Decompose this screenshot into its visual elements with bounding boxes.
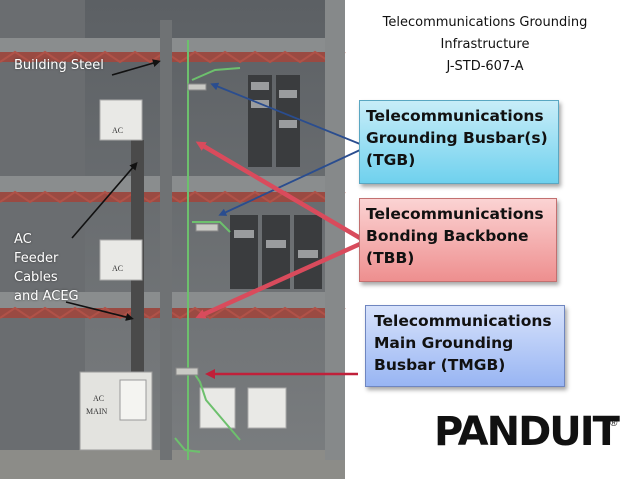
ac-main-panel-label-top: AC [93, 394, 105, 403]
tmgb-callout-line3: Busbar (TMGB) [374, 356, 506, 374]
tmgb-callout-line1: Telecommunications [374, 312, 552, 330]
tgb-arrow-upper [210, 82, 361, 145]
building-steel-arrow [111, 59, 161, 76]
tbb-callout-line3: (TBB) [366, 249, 415, 267]
panduit-logo: PANDUIT ® [434, 408, 624, 456]
basement-panel-1 [199, 387, 236, 429]
tmgb-callout-line2: Main Grounding [374, 334, 514, 352]
ac-feeder-arrow-upper [71, 161, 138, 239]
basement-panel-2 [247, 387, 287, 429]
ac-panel-upper [99, 99, 143, 141]
ac-panel-upper-label: AC [112, 126, 124, 135]
tmgb-busbar [175, 367, 199, 376]
ac-feeder-label-line4: and ACEG [14, 289, 79, 304]
ac-main-breaker [119, 379, 147, 421]
tgb-callout-line2: Grounding Busbar(s) [366, 129, 548, 147]
ac-panel-middle [99, 239, 143, 281]
equipment-rack-middle [230, 215, 322, 289]
ac-feeder-label-line2: Feeder [14, 251, 59, 266]
floor-slab-2 [0, 176, 345, 192]
ac-main-panel-label-bottom: MAIN [86, 407, 108, 416]
ac-feeder-label: AC Feeder Cables and ACEG [14, 230, 79, 306]
title-line2: Infrastructure [440, 37, 530, 52]
tgb-callout-line1: Telecommunications [366, 107, 544, 125]
panduit-logo-wordmark: PANDUIT [434, 409, 620, 455]
tbb-arrow-upper [195, 141, 362, 240]
ac-feeder-arrow-lower [65, 301, 134, 321]
tgb-arrow-lower [218, 149, 361, 216]
building-steel-label: Building Steel [14, 58, 104, 73]
tgb-callout-line3: (TGB) [366, 151, 416, 169]
tmgb-callout: Telecommunications Main Grounding Busbar… [365, 305, 565, 387]
grounding-conductors [174, 40, 241, 460]
tbb-callout: Telecommunications Bonding Backbone (TBB… [359, 198, 557, 282]
ac-feeder-label-line1: AC [14, 232, 32, 247]
basement-floor [0, 450, 345, 479]
registered-mark: ® [610, 418, 618, 429]
building-steel-column-right [325, 0, 345, 460]
tgb-busbar-middle [195, 223, 219, 232]
floor-slab-top [0, 38, 345, 52]
side-wall [0, 0, 85, 479]
diagram-title: Telecommunications Grounding Infrastruct… [340, 12, 630, 78]
ac-feeder-label-line3: Cables [14, 270, 58, 285]
tbb-callout-line2: Bonding Backbone [366, 227, 529, 245]
tgb-busbar-upper [187, 83, 207, 91]
tgb-callout: Telecommunications Grounding Busbar(s) (… [359, 100, 559, 184]
tbb-callout-line1: Telecommunications [366, 205, 544, 223]
building-steel-column [160, 20, 172, 460]
tbb-arrow-lower [195, 241, 361, 319]
ac-panel-middle-label: AC [112, 264, 124, 273]
title-line1: Telecommunications Grounding [382, 15, 588, 30]
floor-slab-3 [0, 292, 345, 308]
title-line3: J-STD-607-A [446, 59, 524, 74]
